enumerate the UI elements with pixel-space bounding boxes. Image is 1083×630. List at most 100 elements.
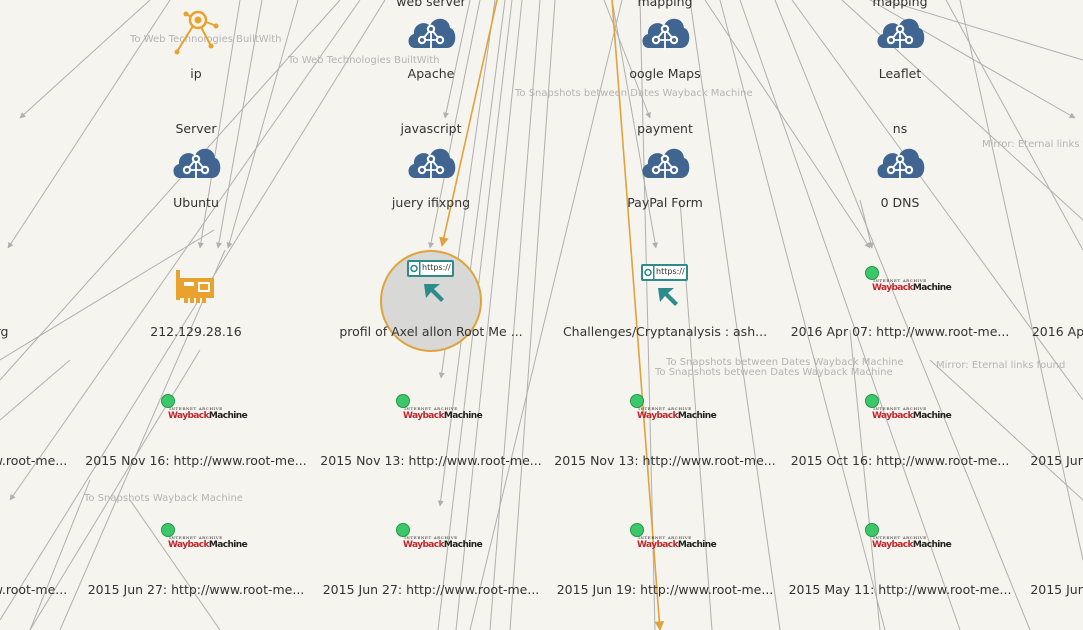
node-label: 2015 Nov 13: http://www.root-me... <box>554 453 776 468</box>
wayback-logo-main-b: Machine <box>912 411 952 421</box>
graph-edge <box>739 0 961 630</box>
graph-edge <box>455 0 523 630</box>
wayback-logo-main-a: Wayback <box>872 411 914 421</box>
cloud-network-icon <box>639 10 691 58</box>
cloud-network-icon <box>170 140 222 188</box>
edge-label: To Snapshots between Dates Wayback Machi… <box>655 367 893 378</box>
node-label: 2015 Nov 16: http://www.root-me... <box>85 453 307 468</box>
graph-edge <box>469 0 623 630</box>
wayback-logo-main-b: Machine <box>912 540 952 550</box>
node-label: Ubuntu <box>173 195 219 210</box>
url-icon: https:// <box>406 258 456 302</box>
graph-edge <box>719 0 886 630</box>
graph-edge <box>0 0 341 381</box>
edge-label: To Web Technologies BuiltWith <box>288 55 440 66</box>
wayback-logo-top: INTERNET ARCHIVE <box>873 535 927 540</box>
graph-edge <box>0 0 386 621</box>
node-label: Apache <box>407 66 455 81</box>
node-label: 2015 Jun <box>1030 453 1083 468</box>
node-category-label: mapping <box>637 0 693 9</box>
wayback-logo-main-a: Wayback <box>637 411 679 421</box>
graph-edge <box>884 0 1083 61</box>
wayback-logo-top: INTERNET ARCHIVE <box>638 406 692 411</box>
wayback-logo-top: INTERNET ARCHIVE <box>404 406 458 411</box>
cloud-network-icon <box>874 10 926 58</box>
status-online-dot <box>396 394 410 408</box>
node-label: juery ifixpng <box>391 195 471 210</box>
wayback-logo-main-b: Machine <box>677 411 717 421</box>
status-online-dot <box>865 266 879 280</box>
graph-edge <box>959 0 1083 561</box>
graph-edge <box>489 0 541 630</box>
node-label: 2016 Ap <box>1031 324 1083 339</box>
edge-label: Mirror: Eternal links fo <box>982 139 1083 150</box>
node-label: Leaflet <box>878 66 922 81</box>
graph-edge <box>7 0 171 249</box>
cloud-network-icon <box>639 140 691 188</box>
node-label: oogle Maps <box>629 66 701 81</box>
wayback-logo-main-a: Wayback <box>168 411 210 421</box>
edge-label: To Snapshots between Dates Wayback Machi… <box>515 88 753 99</box>
graph-edge <box>689 0 781 630</box>
graph-edge <box>849 329 881 630</box>
wayback-logo-main-a: Wayback <box>403 411 445 421</box>
wayback-logo-main-b: Machine <box>677 540 717 550</box>
status-online-dot <box>161 394 175 408</box>
graph-edge <box>611 0 659 249</box>
cloud-network-icon <box>405 140 457 188</box>
url-text: https:// <box>422 263 451 272</box>
node-label: w.root-me... <box>0 582 68 597</box>
wayback-logo-top: INTERNET ARCHIVE <box>404 535 458 540</box>
node-label: PayPal Form <box>627 195 703 210</box>
node-label: 2016 Apr 07: http://www.root-me... <box>790 324 1010 339</box>
node-category-label: Server <box>175 121 217 136</box>
node-category-label: web server <box>396 0 466 9</box>
graph-edge <box>443 0 471 119</box>
graph-edge <box>437 0 506 507</box>
wayback-logo-top: INTERNET ARCHIVE <box>638 535 692 540</box>
wayback-logo-top: INTERNET ARCHIVE <box>873 278 927 283</box>
status-online-dot <box>630 523 644 537</box>
edge-label: To Web Technologies BuiltWith <box>130 34 282 45</box>
node-label: profil of Axel allon Root Me ... <box>339 324 523 339</box>
ip-network-icon <box>168 6 224 64</box>
wayback-logo-main-a: Wayback <box>872 283 914 293</box>
node-label: 212.129.28.16 <box>150 324 242 339</box>
graph-edge <box>29 479 91 630</box>
cloud-network-icon <box>405 10 457 58</box>
graph-edge <box>19 0 151 119</box>
url-icon: https:// <box>640 262 690 306</box>
wayback-logo-main-a: Wayback <box>637 540 679 550</box>
status-online-dot <box>865 523 879 537</box>
graph-edge <box>791 0 1083 401</box>
status-online-dot <box>396 523 410 537</box>
graph-edge <box>215 0 263 249</box>
node-category-label: mapping <box>872 0 928 9</box>
edge-label: To Snapshots between Dates Wayback Machi… <box>666 357 904 368</box>
graph-edge <box>226 0 299 249</box>
selected-node-highlight <box>380 250 482 352</box>
node-category-label: payment <box>637 121 693 136</box>
node-label: w.root-me... <box>0 453 68 468</box>
edge-label: Mirror: Eternal links found <box>936 360 1066 371</box>
graph-edge <box>929 359 1083 501</box>
edge-label: To Snapshots Wayback Machine <box>84 493 243 504</box>
wayback-logo-main-a: Wayback <box>872 540 914 550</box>
graph-edge <box>428 0 481 249</box>
graph-edge <box>197 0 241 249</box>
graph-edge <box>129 499 221 630</box>
node-label: ip <box>190 66 202 81</box>
graph-edge <box>59 249 226 630</box>
node-label: 2015 Jun 19: http://www.root-me... <box>556 582 774 597</box>
wayback-logo-main-a: Wayback <box>403 540 445 550</box>
wayback-logo-main-b: Machine <box>208 411 248 421</box>
graph-edge <box>0 229 215 361</box>
